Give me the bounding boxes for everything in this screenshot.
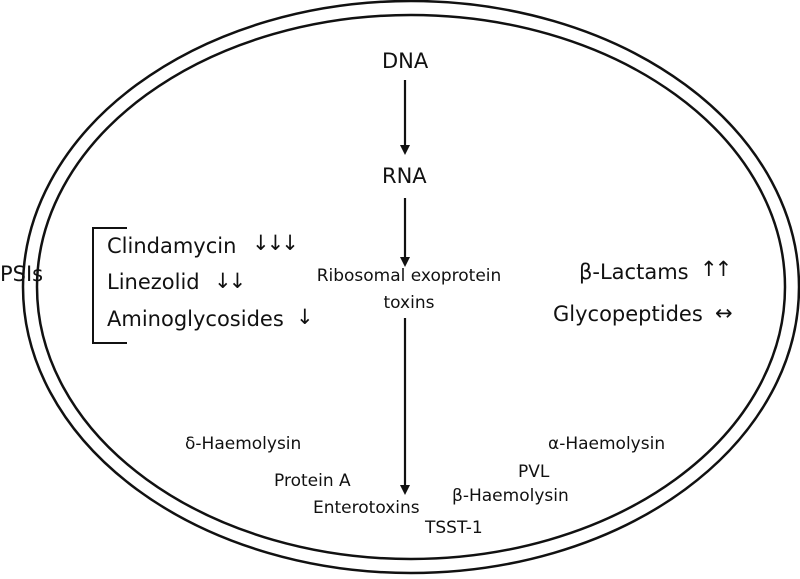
alpha-haemolysin-label: α-Haemolysin <box>548 434 666 454</box>
enterotoxins-label: Enterotoxins <box>313 498 420 518</box>
drug-glycopeptides: Glycopeptides <box>553 302 703 326</box>
psi-bracket <box>92 227 127 344</box>
drug-beta-lactams: β-Lactams <box>579 260 689 284</box>
clindamycin-effect-arrows: ↓↓↓ <box>252 231 299 255</box>
drug-clindamycin: Clindamycin <box>107 234 237 258</box>
beta-lactams-effect-arrows: ↑↑ <box>700 257 732 281</box>
drug-aminoglycosides: Aminoglycosides <box>107 307 284 331</box>
ribosome-label-line2: toxins <box>383 293 435 313</box>
psi-label: PSIs <box>0 262 44 286</box>
linezolid-effect-arrows: ↓↓ <box>214 269 246 293</box>
pvl-label: PVL <box>518 462 550 482</box>
ribosome-label-line1: Ribosomal exoprotein <box>316 266 502 286</box>
glycopeptides-effect-arrow: ↔ <box>715 301 733 325</box>
aminoglycosides-effect-arrow: ↓ <box>296 305 314 329</box>
protein-a-label: Protein A <box>274 471 351 491</box>
tsst1-label: TSST-1 <box>425 518 483 538</box>
drug-linezolid: Linezolid <box>107 270 200 294</box>
rna-label: RNA <box>382 164 427 188</box>
outer-cell-wall <box>21 0 800 575</box>
delta-haemolysin-label: δ-Haemolysin <box>185 434 302 454</box>
beta-haemolysin-label: β-Haemolysin <box>452 486 569 506</box>
dna-label: DNA <box>382 49 429 73</box>
inner-cell-membrane <box>35 13 787 561</box>
